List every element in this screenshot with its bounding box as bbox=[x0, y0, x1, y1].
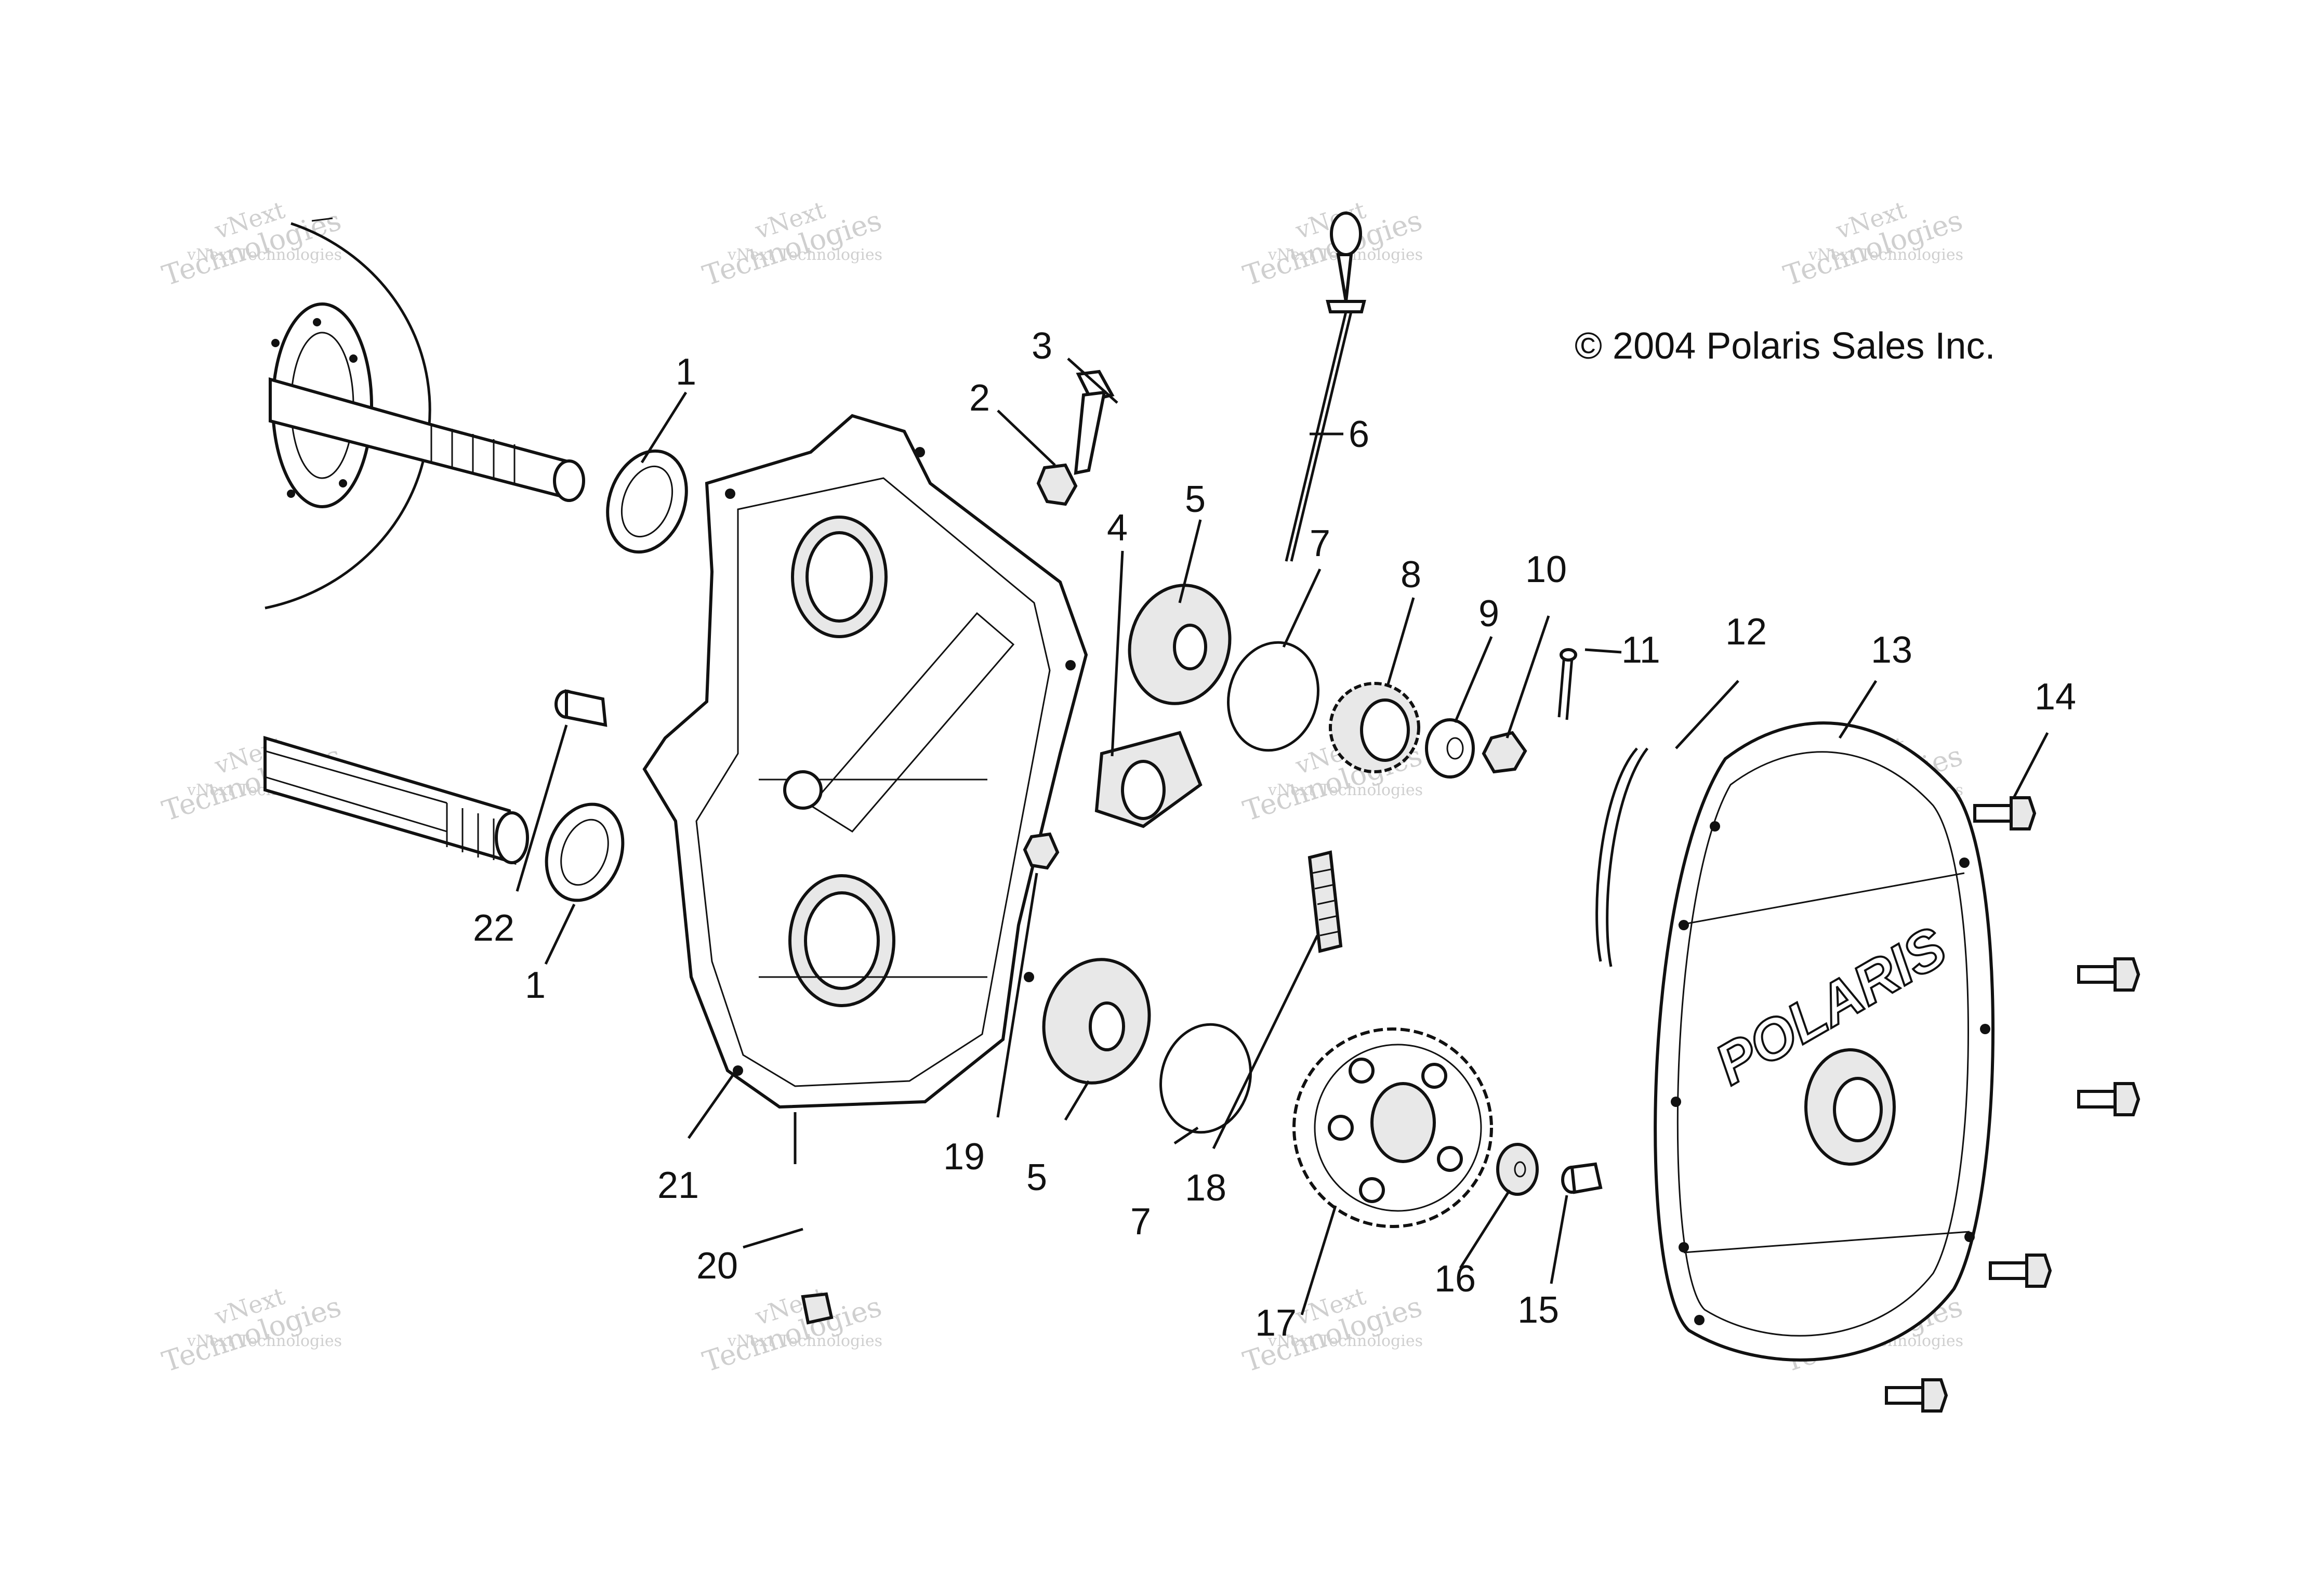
callout-7-lower: 7 bbox=[1130, 1201, 1151, 1243]
lower-shaft bbox=[263, 735, 529, 865]
chaincase-housing bbox=[642, 414, 1088, 1109]
drain-plug bbox=[801, 1292, 834, 1325]
callout-11: 11 bbox=[1621, 629, 1660, 671]
callout-19: 19 bbox=[943, 1136, 985, 1178]
nut-2 bbox=[1036, 463, 1078, 506]
seal-upper bbox=[606, 449, 688, 554]
svg-text:vNext Technologies: vNext Technologies bbox=[727, 246, 882, 264]
gasket bbox=[1595, 747, 1648, 967]
cover-bolt bbox=[1989, 1254, 2052, 1288]
watermark: vNext Technologies vNext Technologies bbox=[699, 195, 886, 292]
watermark: vNext Technologies vNext Technologies bbox=[1780, 195, 1966, 292]
snap-ring-upper bbox=[1227, 641, 1319, 752]
nut-10 bbox=[1482, 731, 1527, 774]
callout-14: 14 bbox=[2035, 676, 2076, 718]
nut-19 bbox=[1023, 832, 1060, 870]
svg-text:vNext Technologies: vNext Technologies bbox=[187, 1332, 342, 1350]
callout-9: 9 bbox=[1478, 593, 1499, 635]
cover-bolt bbox=[2077, 1082, 2141, 1116]
callout-16: 16 bbox=[1434, 1258, 1476, 1300]
washer-9 bbox=[1425, 718, 1475, 779]
chaincase-cover: POLARIS bbox=[1654, 721, 1995, 1362]
svg-text:vNext Technologies: vNext Technologies bbox=[1267, 781, 1423, 799]
callout-8: 8 bbox=[1401, 554, 1421, 596]
sprocket-lower bbox=[1292, 1027, 1493, 1228]
callouts: 1 2 3 4 5 6 7 8 9 10 11 12 13 14 15 16 1… bbox=[473, 325, 2076, 1344]
callout-17: 17 bbox=[1255, 1302, 1297, 1344]
callout-13: 13 bbox=[1871, 629, 1912, 671]
callout-15: 15 bbox=[1517, 1289, 1559, 1331]
callout-21: 21 bbox=[657, 1165, 699, 1206]
callout-20: 20 bbox=[696, 1245, 738, 1287]
cover-bolts bbox=[1885, 796, 2141, 1413]
cover-bolt bbox=[1885, 1378, 1948, 1413]
callout-3: 3 bbox=[1032, 325, 1052, 367]
svg-text:vNext Technologies: vNext Technologies bbox=[1267, 1332, 1423, 1350]
callout-1-upper: 1 bbox=[676, 351, 696, 393]
callout-12: 12 bbox=[1725, 611, 1767, 653]
callout-22: 22 bbox=[473, 907, 514, 949]
copyright-text: © 2004 Polaris Sales Inc. bbox=[1575, 325, 1995, 367]
callout-18: 18 bbox=[1185, 1167, 1226, 1209]
callout-6: 6 bbox=[1349, 414, 1369, 455]
seal-lower bbox=[545, 802, 625, 902]
bolt-3 bbox=[1074, 370, 1115, 475]
clutch-disc-and-shaft bbox=[265, 217, 585, 610]
dowel-pin bbox=[554, 689, 607, 727]
svg-text:vNext Technologies: vNext Technologies bbox=[727, 1332, 882, 1350]
snap-ring-lower bbox=[1159, 1023, 1252, 1134]
svg-text:vNext Technologies: vNext Technologies bbox=[187, 246, 342, 264]
watermark: vNext Technologies vNext Technologies bbox=[159, 1282, 345, 1378]
callout-4: 4 bbox=[1107, 507, 1128, 549]
callout-1-lower: 1 bbox=[525, 965, 546, 1006]
svg-text:vNext Technologies: vNext Technologies bbox=[1808, 246, 1963, 264]
sprocket-upper bbox=[1329, 682, 1420, 773]
washer-16 bbox=[1496, 1143, 1539, 1196]
bearing-lower bbox=[1042, 958, 1151, 1085]
callout-10: 10 bbox=[1525, 549, 1567, 590]
watermark: vNext Technologies vNext Technologies bbox=[159, 195, 345, 292]
cover-bolt bbox=[1973, 796, 2037, 830]
callout-2: 2 bbox=[969, 377, 990, 419]
watermark: vNext Technologies vNext Technologies bbox=[699, 1282, 886, 1378]
bolt-15 bbox=[1561, 1162, 1603, 1194]
dipstick bbox=[1285, 212, 1366, 562]
bearing-upper bbox=[1128, 584, 1232, 705]
cover-bolt bbox=[2077, 957, 2141, 992]
callout-5-upper: 5 bbox=[1185, 479, 1206, 520]
leader-lines bbox=[516, 358, 2049, 1315]
callout-5-lower: 5 bbox=[1026, 1157, 1047, 1198]
cotter-pin bbox=[1557, 648, 1577, 720]
callout-7-upper: 7 bbox=[1310, 523, 1330, 564]
drive-chain bbox=[1308, 850, 1343, 953]
tensioner bbox=[1094, 731, 1203, 828]
